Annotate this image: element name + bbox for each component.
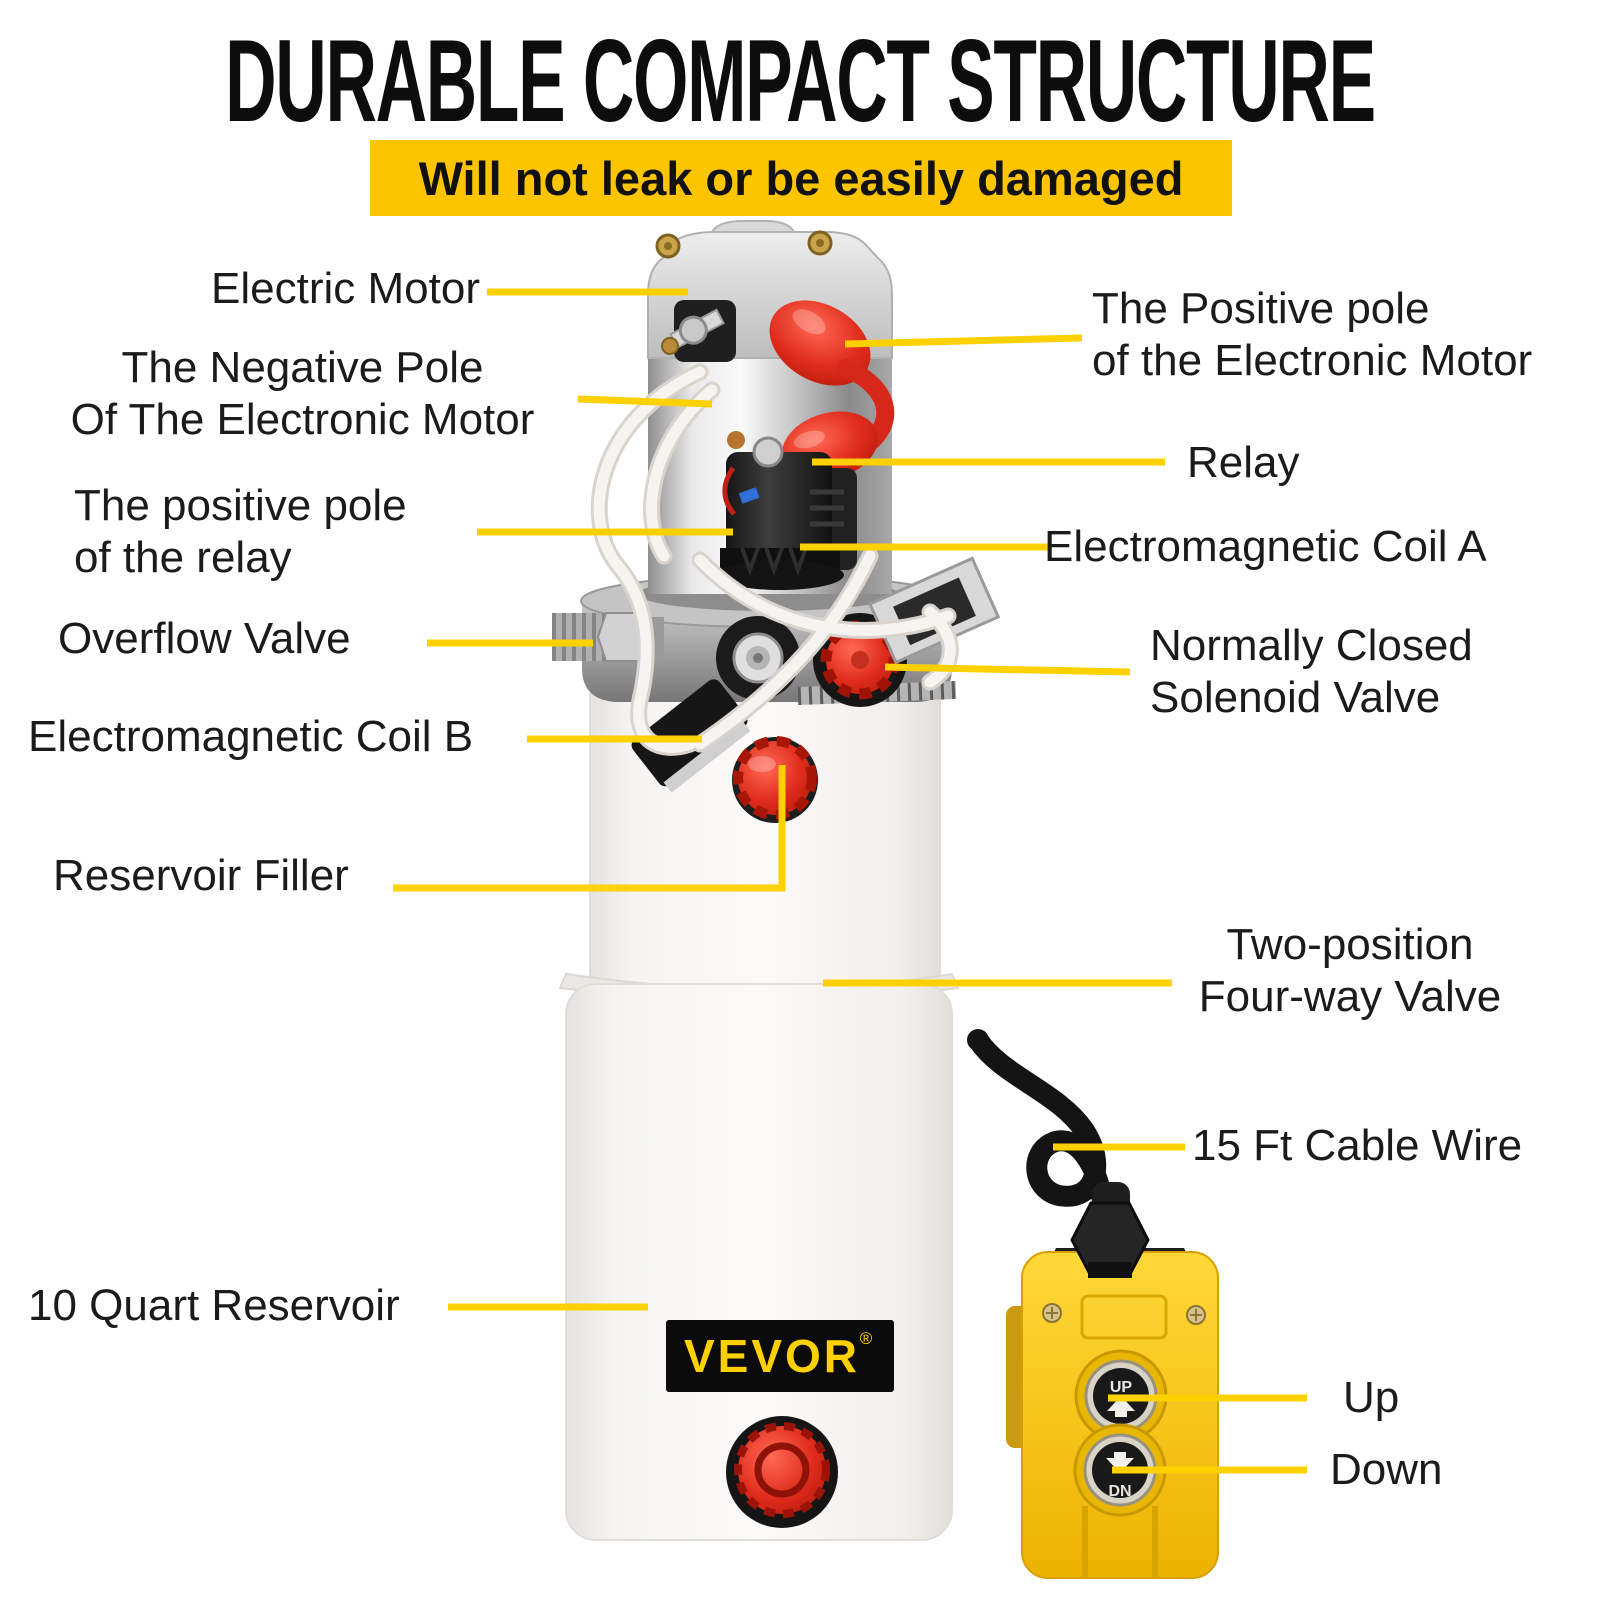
- callout-two-position-valve: Two-position Four-way Valve: [1198, 920, 1502, 1021]
- callout-overflow-valve: Overflow Valve: [58, 614, 351, 663]
- wiring-harness: [590, 363, 959, 756]
- callout-ten-quart-reservoir: 10 Quart Reservoir: [28, 1281, 400, 1330]
- brand-logo-mark: ®: [860, 1329, 873, 1348]
- callout-reservoir-filler: Reservoir Filler: [53, 851, 349, 900]
- brand-logo-text: VEVOR: [684, 1330, 860, 1382]
- remote-control: UP DN: [1006, 1182, 1219, 1579]
- callout-coil-b: Electromagnetic Coil B: [28, 712, 474, 761]
- remote-label-recess: [1080, 1294, 1168, 1340]
- cable-gland: [1070, 1182, 1150, 1278]
- reservoir-filler-line: [393, 765, 786, 892]
- copper-stud: [727, 431, 745, 449]
- up-arrow-icon: [1107, 1396, 1135, 1411]
- motor-cap-bolt-right: [807, 230, 833, 256]
- relay-top-bolt: [752, 436, 784, 468]
- red-wire: [722, 466, 736, 516]
- callout-positive-pole-motor: The Positive pole of the Electronic Moto…: [1092, 284, 1533, 385]
- coil-a-ribs: [810, 489, 844, 527]
- callout-cable-wire: 15 Ft Cable Wire: [1192, 1121, 1523, 1170]
- callout-electric-motor: Electric Motor: [211, 264, 480, 313]
- motor-cap-bolt-left: [655, 233, 681, 259]
- down-button-label: DN: [1108, 1483, 1131, 1500]
- pump-port-cap: [716, 616, 800, 700]
- callout-nc-valve: Normally Closed Solenoid Valve: [1150, 621, 1473, 722]
- brand-logo: VEVOR ®: [666, 1320, 894, 1392]
- reservoir-tank: [558, 693, 960, 1541]
- positive-pole-motor-line: [844, 334, 1083, 348]
- page-title: DURABLE COMPACT STRUCTURE: [225, 14, 1376, 146]
- down-arrow-icon: [1106, 1458, 1134, 1473]
- nc-valve-line: [884, 663, 1131, 676]
- remote-screw-right: [1186, 1305, 1206, 1325]
- callout-down: Down: [1330, 1445, 1443, 1494]
- reservoir-filler-cap[interactable]: [732, 736, 818, 823]
- electromagnetic-coil-b: [631, 679, 751, 793]
- leader-lines: [393, 288, 1307, 1474]
- negative-pole-line: [577, 395, 713, 408]
- remote-screw-left: [1042, 1303, 1062, 1323]
- subtitle-banner: Will not leak or be easily damaged: [370, 140, 1232, 216]
- callout-positive-pole-relay: The positive pole of the relay: [74, 481, 407, 582]
- callout-up: Up: [1343, 1373, 1400, 1422]
- negative-terminal: [660, 300, 736, 362]
- callout-negative-pole: The Negative Pole Of The Electronic Moto…: [70, 343, 535, 444]
- blue-connector: [738, 487, 760, 504]
- up-button-label: UP: [1110, 1379, 1133, 1396]
- remote-bottom-groove: [1082, 1506, 1158, 1578]
- drain-plug[interactable]: [726, 1416, 838, 1528]
- callout-coil-a: Electromagnetic Coil A: [1044, 522, 1487, 571]
- callout-relay: Relay: [1187, 438, 1300, 487]
